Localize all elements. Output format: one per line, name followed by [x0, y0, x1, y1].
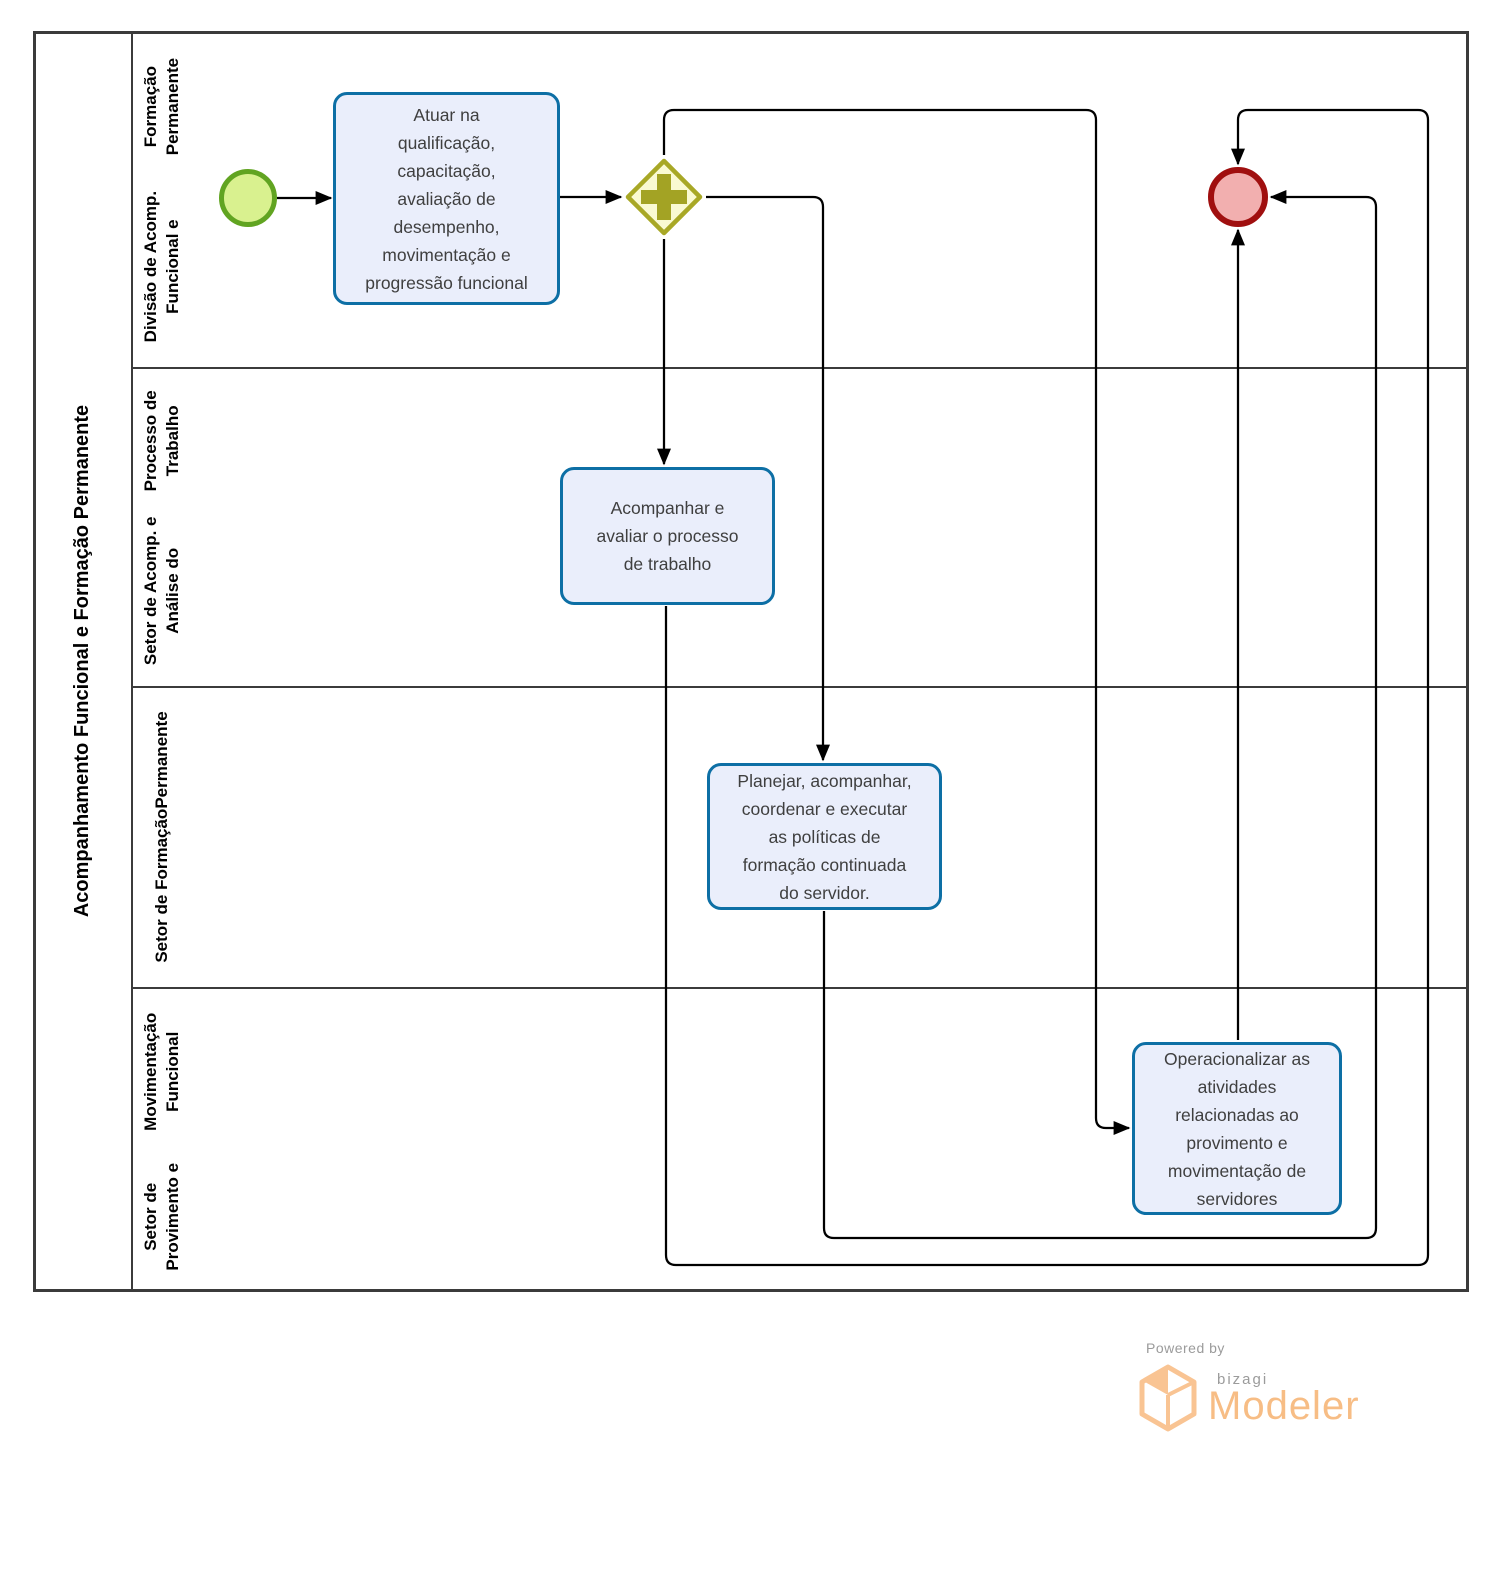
flow-task-acompanhar-to-end	[664, 108, 1430, 1267]
pool	[33, 31, 1469, 1292]
lane-divider	[133, 367, 1466, 369]
parallel-gateway	[624, 157, 704, 237]
bizagi-cube-icon	[1139, 1364, 1197, 1432]
task-planejar-label: Planejar, acompanhar,coordenar e executa…	[737, 770, 912, 903]
end-event	[1208, 167, 1268, 227]
lane-divider	[133, 686, 1466, 688]
powered-by-text: Powered by	[1146, 1340, 1225, 1356]
bizagi-brand-text: bizagi	[1217, 1371, 1269, 1388]
task-planejar: Planejar, acompanhar,coordenar e executa…	[707, 763, 942, 910]
start-event	[219, 169, 277, 227]
lane-divider	[133, 987, 1466, 989]
flow-gateway-to-task-planejar	[706, 195, 830, 762]
plus-icon	[641, 174, 687, 220]
flow-task-planejar-to-end	[822, 190, 1378, 1240]
modeler-product-text: Modeler	[1208, 1384, 1360, 1428]
pool-title-divider	[131, 34, 133, 1289]
flow-gateway-to-task-operacionalizar	[662, 108, 1131, 1135]
